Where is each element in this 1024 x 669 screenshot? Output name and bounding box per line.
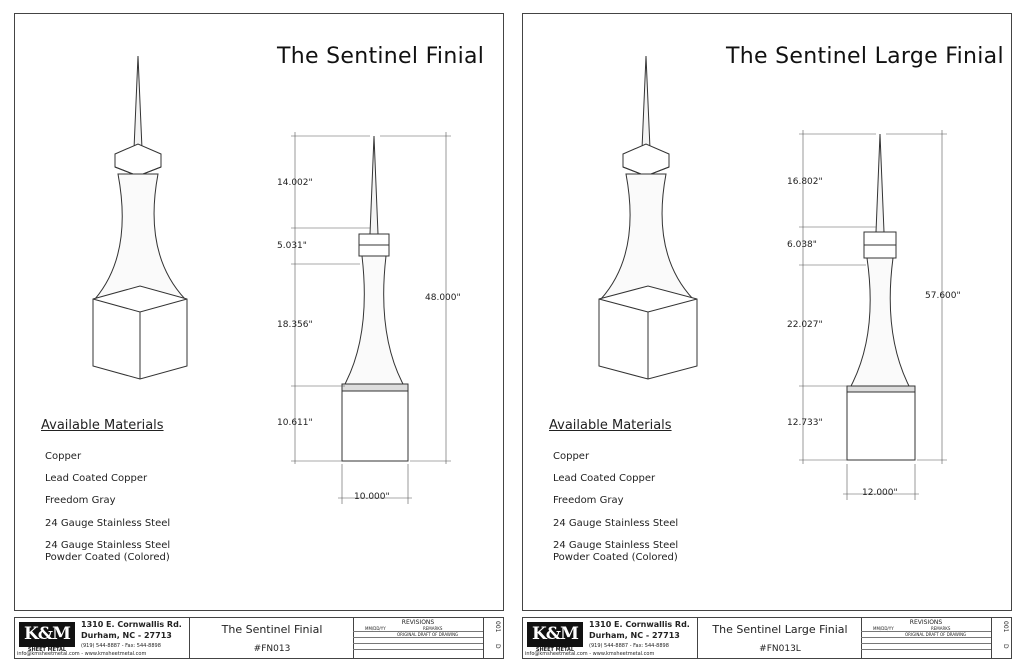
revision-remark: ORIGINAL DRAFT OF DRAWING <box>397 632 459 637</box>
company-phone: (919) 544-8887 - Fax: 544-8898 <box>589 643 669 649</box>
material-item: Powder Coated (Colored) <box>45 552 170 563</box>
company-logo-subtitle: SHEET METAL <box>27 647 67 653</box>
divider <box>697 618 698 658</box>
elevation-finial-view <box>846 133 916 461</box>
revision-row <box>861 631 991 637</box>
sheet-size: D <box>1002 644 1009 649</box>
isometric-finial-view <box>598 55 698 380</box>
company-address-line2: Durham, NC - 27713 <box>81 631 172 640</box>
drawing-sheet-right: The Sentinel Large Finial <box>522 13 1012 611</box>
dim-spire-height: 16.802" <box>787 177 823 187</box>
divider <box>353 618 354 658</box>
divider <box>483 618 484 658</box>
revisions-remarks-header: REMARKS <box>423 626 443 631</box>
finial-drawing <box>92 55 451 504</box>
dim-taper-height: 18.356" <box>277 320 313 330</box>
materials-heading: Available Materials <box>41 418 164 433</box>
dim-total-height: 57.600" <box>925 291 961 301</box>
company-address-line1: 1310 E. Cornwallis Rd. <box>81 620 182 629</box>
title-block-right: K&M SHEET METAL 1310 E. Cornwallis Rd. D… <box>522 617 1012 659</box>
material-item: Freedom Gray <box>45 495 116 506</box>
revisions-date-header: MM/DD/YY <box>873 626 894 631</box>
revision-row <box>353 643 483 649</box>
drawing-sheet-left: The Sentinel Finial <box>14 13 504 611</box>
revision-row <box>353 631 483 637</box>
dim-collar-height: 6.038" <box>787 240 817 250</box>
company-logo: K&M <box>527 622 583 647</box>
drawing-number: #FN013L <box>759 644 801 654</box>
revision-row <box>353 637 483 643</box>
divider <box>189 618 190 658</box>
revision-row <box>861 649 991 655</box>
dim-collar-height: 5.031" <box>277 241 307 251</box>
revisions-table: REVISIONS MM/DD/YY REMARKS ORIGINAL DRAF… <box>353 618 483 658</box>
material-item: 24 Gauge Stainless Steel <box>45 518 171 529</box>
drawing-number: #FN013 <box>253 644 291 654</box>
revision-remark: ORIGINAL DRAFT OF DRAWING <box>905 632 967 637</box>
sheet-number: 001 <box>1002 621 1009 633</box>
dim-base-height: 12.733" <box>787 418 823 428</box>
revisions-title: REVISIONS <box>401 619 435 626</box>
material-item: 24 Gauge Stainless Steel <box>45 540 171 551</box>
finial-drawing <box>598 55 947 500</box>
revision-row <box>861 637 991 643</box>
dim-base-width: 12.000" <box>862 488 898 498</box>
material-item: Lead Coated Copper <box>553 473 656 484</box>
divider <box>991 618 992 658</box>
company-address-line2: Durham, NC - 27713 <box>589 631 680 640</box>
sheet-title: The Sentinel Large Finial <box>726 44 1004 69</box>
material-item: Freedom Gray <box>553 495 624 506</box>
material-item: Copper <box>553 451 590 462</box>
material-item: 24 Gauge Stainless Steel <box>553 540 679 551</box>
company-email: info@kmsheetmetal.com - www.kmsheetmetal… <box>17 651 147 657</box>
divider <box>861 618 862 658</box>
drawing-name: The Sentinel Finial <box>221 623 323 636</box>
sheet-title: The Sentinel Finial <box>277 44 485 69</box>
isometric-finial-view <box>92 55 188 380</box>
material-item: Lead Coated Copper <box>45 473 148 484</box>
revision-row <box>861 643 991 649</box>
material-item: Copper <box>45 451 82 462</box>
dim-base-width: 10.000" <box>354 492 390 502</box>
revisions-title: REVISIONS <box>909 619 943 626</box>
dimension-lines <box>799 130 947 500</box>
revision-row <box>353 649 483 655</box>
company-phone: (919) 544-8887 - Fax: 544-8898 <box>81 643 161 649</box>
material-item: 24 Gauge Stainless Steel <box>553 518 679 529</box>
company-address-line1: 1310 E. Cornwallis Rd. <box>589 620 690 629</box>
dimension-lines <box>291 132 451 504</box>
dim-spire-height: 14.002" <box>277 178 313 188</box>
revisions-table: REVISIONS MM/DD/YY REMARKS ORIGINAL DRAF… <box>861 618 991 658</box>
material-item: Powder Coated (Colored) <box>553 552 678 563</box>
company-logo: K&M <box>19 622 75 647</box>
materials-heading: Available Materials <box>549 418 672 433</box>
sheet-size: D <box>494 644 501 649</box>
dim-total-height: 48.000" <box>425 293 461 303</box>
dim-base-height: 10.611" <box>277 418 313 428</box>
elevation-finial-view <box>341 135 409 462</box>
dim-taper-height: 22.027" <box>787 320 823 330</box>
sheet-number: 001 <box>494 621 501 633</box>
title-block-left: K&M SHEET METAL 1310 E. Cornwallis Rd. D… <box>14 617 504 659</box>
company-logo-subtitle: SHEET METAL <box>535 647 575 653</box>
company-email: info@kmsheetmetal.com - www.kmsheetmetal… <box>525 651 655 657</box>
revisions-remarks-header: REMARKS <box>931 626 951 631</box>
revisions-date-header: MM/DD/YY <box>365 626 386 631</box>
drawing-name: The Sentinel Large Finial <box>712 623 848 636</box>
